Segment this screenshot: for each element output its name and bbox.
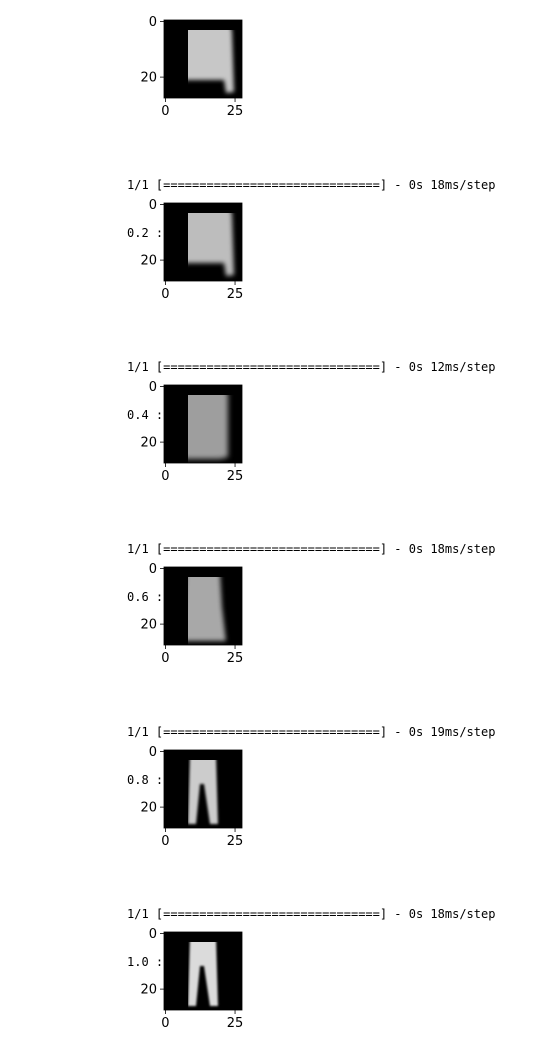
y-tick-label: 20	[140, 71, 157, 86]
axes-frame	[163, 749, 243, 829]
x-tick-label: 0	[161, 287, 169, 302]
progress-line: 1/1 [==============================] - 0…	[127, 907, 496, 921]
x-tick-label: 25	[227, 651, 244, 666]
plot-svg: 0 20 0 25	[140, 562, 244, 666]
progress-line: 1/1 [==============================] - 0…	[127, 725, 496, 739]
axes-frame	[163, 19, 243, 99]
y-tick-label: 20	[140, 801, 157, 816]
plot-svg: 0 20 0 25	[140, 15, 244, 119]
plot-svg: 0 20 0 25	[140, 745, 244, 849]
garment-image	[188, 760, 218, 824]
y-tick-label: 20	[140, 436, 157, 451]
x-tick-label: 25	[227, 834, 244, 849]
image-plot-4: 0 20 0 25	[140, 740, 260, 850]
y-tick-label: 0	[149, 15, 157, 30]
axes-frame	[163, 202, 243, 282]
step-label: 0.6 :	[127, 590, 164, 604]
step-label: 0.4 :	[127, 408, 164, 422]
x-tick-label: 25	[227, 469, 244, 484]
axes-frame	[163, 931, 243, 1011]
image-plot-2: 0 20 0 25	[140, 375, 260, 485]
progress-line: 1/1 [==============================] - 0…	[127, 360, 496, 374]
garment-image	[188, 395, 228, 459]
log-block-3: 1/1 [==============================] - 0…	[127, 692, 495, 820]
step-label: 1.0 :	[127, 955, 164, 969]
y-tick-label: 0	[149, 745, 157, 760]
x-tick-label: 25	[227, 287, 244, 302]
x-tick-label: 0	[161, 104, 169, 119]
axes-frame	[163, 384, 243, 464]
x-tick-label: 0	[161, 469, 169, 484]
x-tick-label: 25	[227, 104, 244, 119]
image-plot-1: 0 20 0 25	[140, 193, 260, 303]
garment-image	[188, 213, 234, 276]
y-tick-label: 20	[140, 618, 157, 633]
plot-svg: 0 20 0 25	[140, 927, 244, 1031]
y-tick-label: 0	[149, 927, 157, 942]
garment-silhouette	[188, 760, 218, 824]
image-plot-3: 0 20 0 25	[140, 557, 260, 667]
image-plot-5: 0 20 0 25	[140, 922, 260, 1032]
y-tick-label: 20	[140, 983, 157, 998]
garment-image	[188, 30, 234, 93]
step-label: 0.8 :	[127, 773, 164, 787]
plot-svg: 0 20 0 25	[140, 380, 244, 484]
x-tick-label: 25	[227, 1016, 244, 1031]
progress-line: 1/1 [==============================] - 0…	[127, 542, 496, 556]
garment-silhouette	[188, 942, 218, 1006]
log-block-2: 1/1 [==============================] - 0…	[127, 509, 495, 637]
log-block-0: 1/1 [==============================] - 0…	[127, 145, 495, 273]
step-label: 0.2 :	[127, 226, 164, 240]
log-block-4: 1/1 [==============================] - 0…	[127, 874, 495, 1002]
garment-image	[188, 577, 226, 641]
x-tick-label: 0	[161, 1016, 169, 1031]
axes-frame	[163, 566, 243, 646]
garment-image	[188, 942, 218, 1006]
y-tick-label: 0	[149, 562, 157, 577]
x-tick-label: 0	[161, 834, 169, 849]
y-tick-label: 0	[149, 380, 157, 395]
y-tick-label: 0	[149, 198, 157, 213]
garment-silhouette	[188, 395, 228, 459]
log-block-1: 1/1 [==============================] - 0…	[127, 327, 495, 455]
y-tick-label: 20	[140, 254, 157, 269]
x-tick-label: 0	[161, 651, 169, 666]
image-plot-0: 0 20 0 25	[140, 10, 260, 120]
progress-line: 1/1 [==============================] - 0…	[127, 178, 496, 192]
plot-svg: 0 20 0 25	[140, 198, 244, 302]
